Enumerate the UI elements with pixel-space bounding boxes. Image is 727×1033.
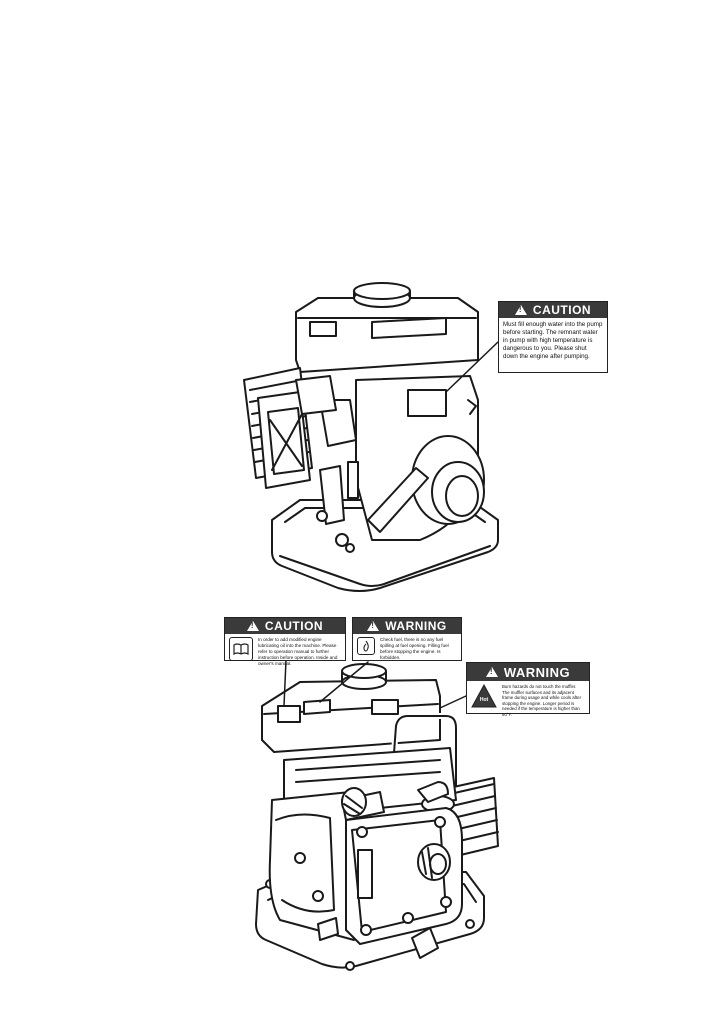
fuel-flame-icon <box>357 637 375 655</box>
warning-label-right: WARNING Hot Burn hazards do not touch th… <box>466 662 590 717</box>
warning-triangle-icon <box>485 667 498 677</box>
warning-header: WARNING <box>353 618 461 634</box>
caution-heading: CAUTION <box>264 619 324 633</box>
warning-label-middle: WARNING Check fuel, there is no any fuel… <box>352 617 462 661</box>
caution-header: CAUTION <box>499 302 607 318</box>
warning-triangle-icon <box>514 305 527 315</box>
warning-triangle-icon <box>246 621 259 631</box>
warning-triangle-icon <box>367 621 380 631</box>
warning-text: Check fuel, there is no any fuel spillin… <box>380 637 449 660</box>
warning-text: Burn hazards do not touch the muffler. T… <box>502 684 582 717</box>
caution-text: Must fill enough water into the pump bef… <box>503 321 603 360</box>
bottom-pump-drawing <box>255 659 499 971</box>
caution-heading: CAUTION <box>532 303 592 317</box>
hot-surface-icon: Hot <box>471 683 497 708</box>
hot-tag: Hot <box>479 697 489 703</box>
caution-text: In order to add modified engine lubricat… <box>258 637 338 666</box>
manual-book-icon <box>229 637 253 661</box>
caution-header: CAUTION <box>225 618 345 634</box>
warning-heading: WARNING <box>385 619 447 633</box>
caution-label-top: CAUTION Must fill enough water into the … <box>498 301 608 373</box>
top-pump-drawing <box>243 282 499 592</box>
warning-header: WARNING <box>467 663 589 681</box>
warning-heading: WARNING <box>503 664 571 680</box>
caution-label-bottom: CAUTION In order to add modified engine … <box>224 617 346 666</box>
